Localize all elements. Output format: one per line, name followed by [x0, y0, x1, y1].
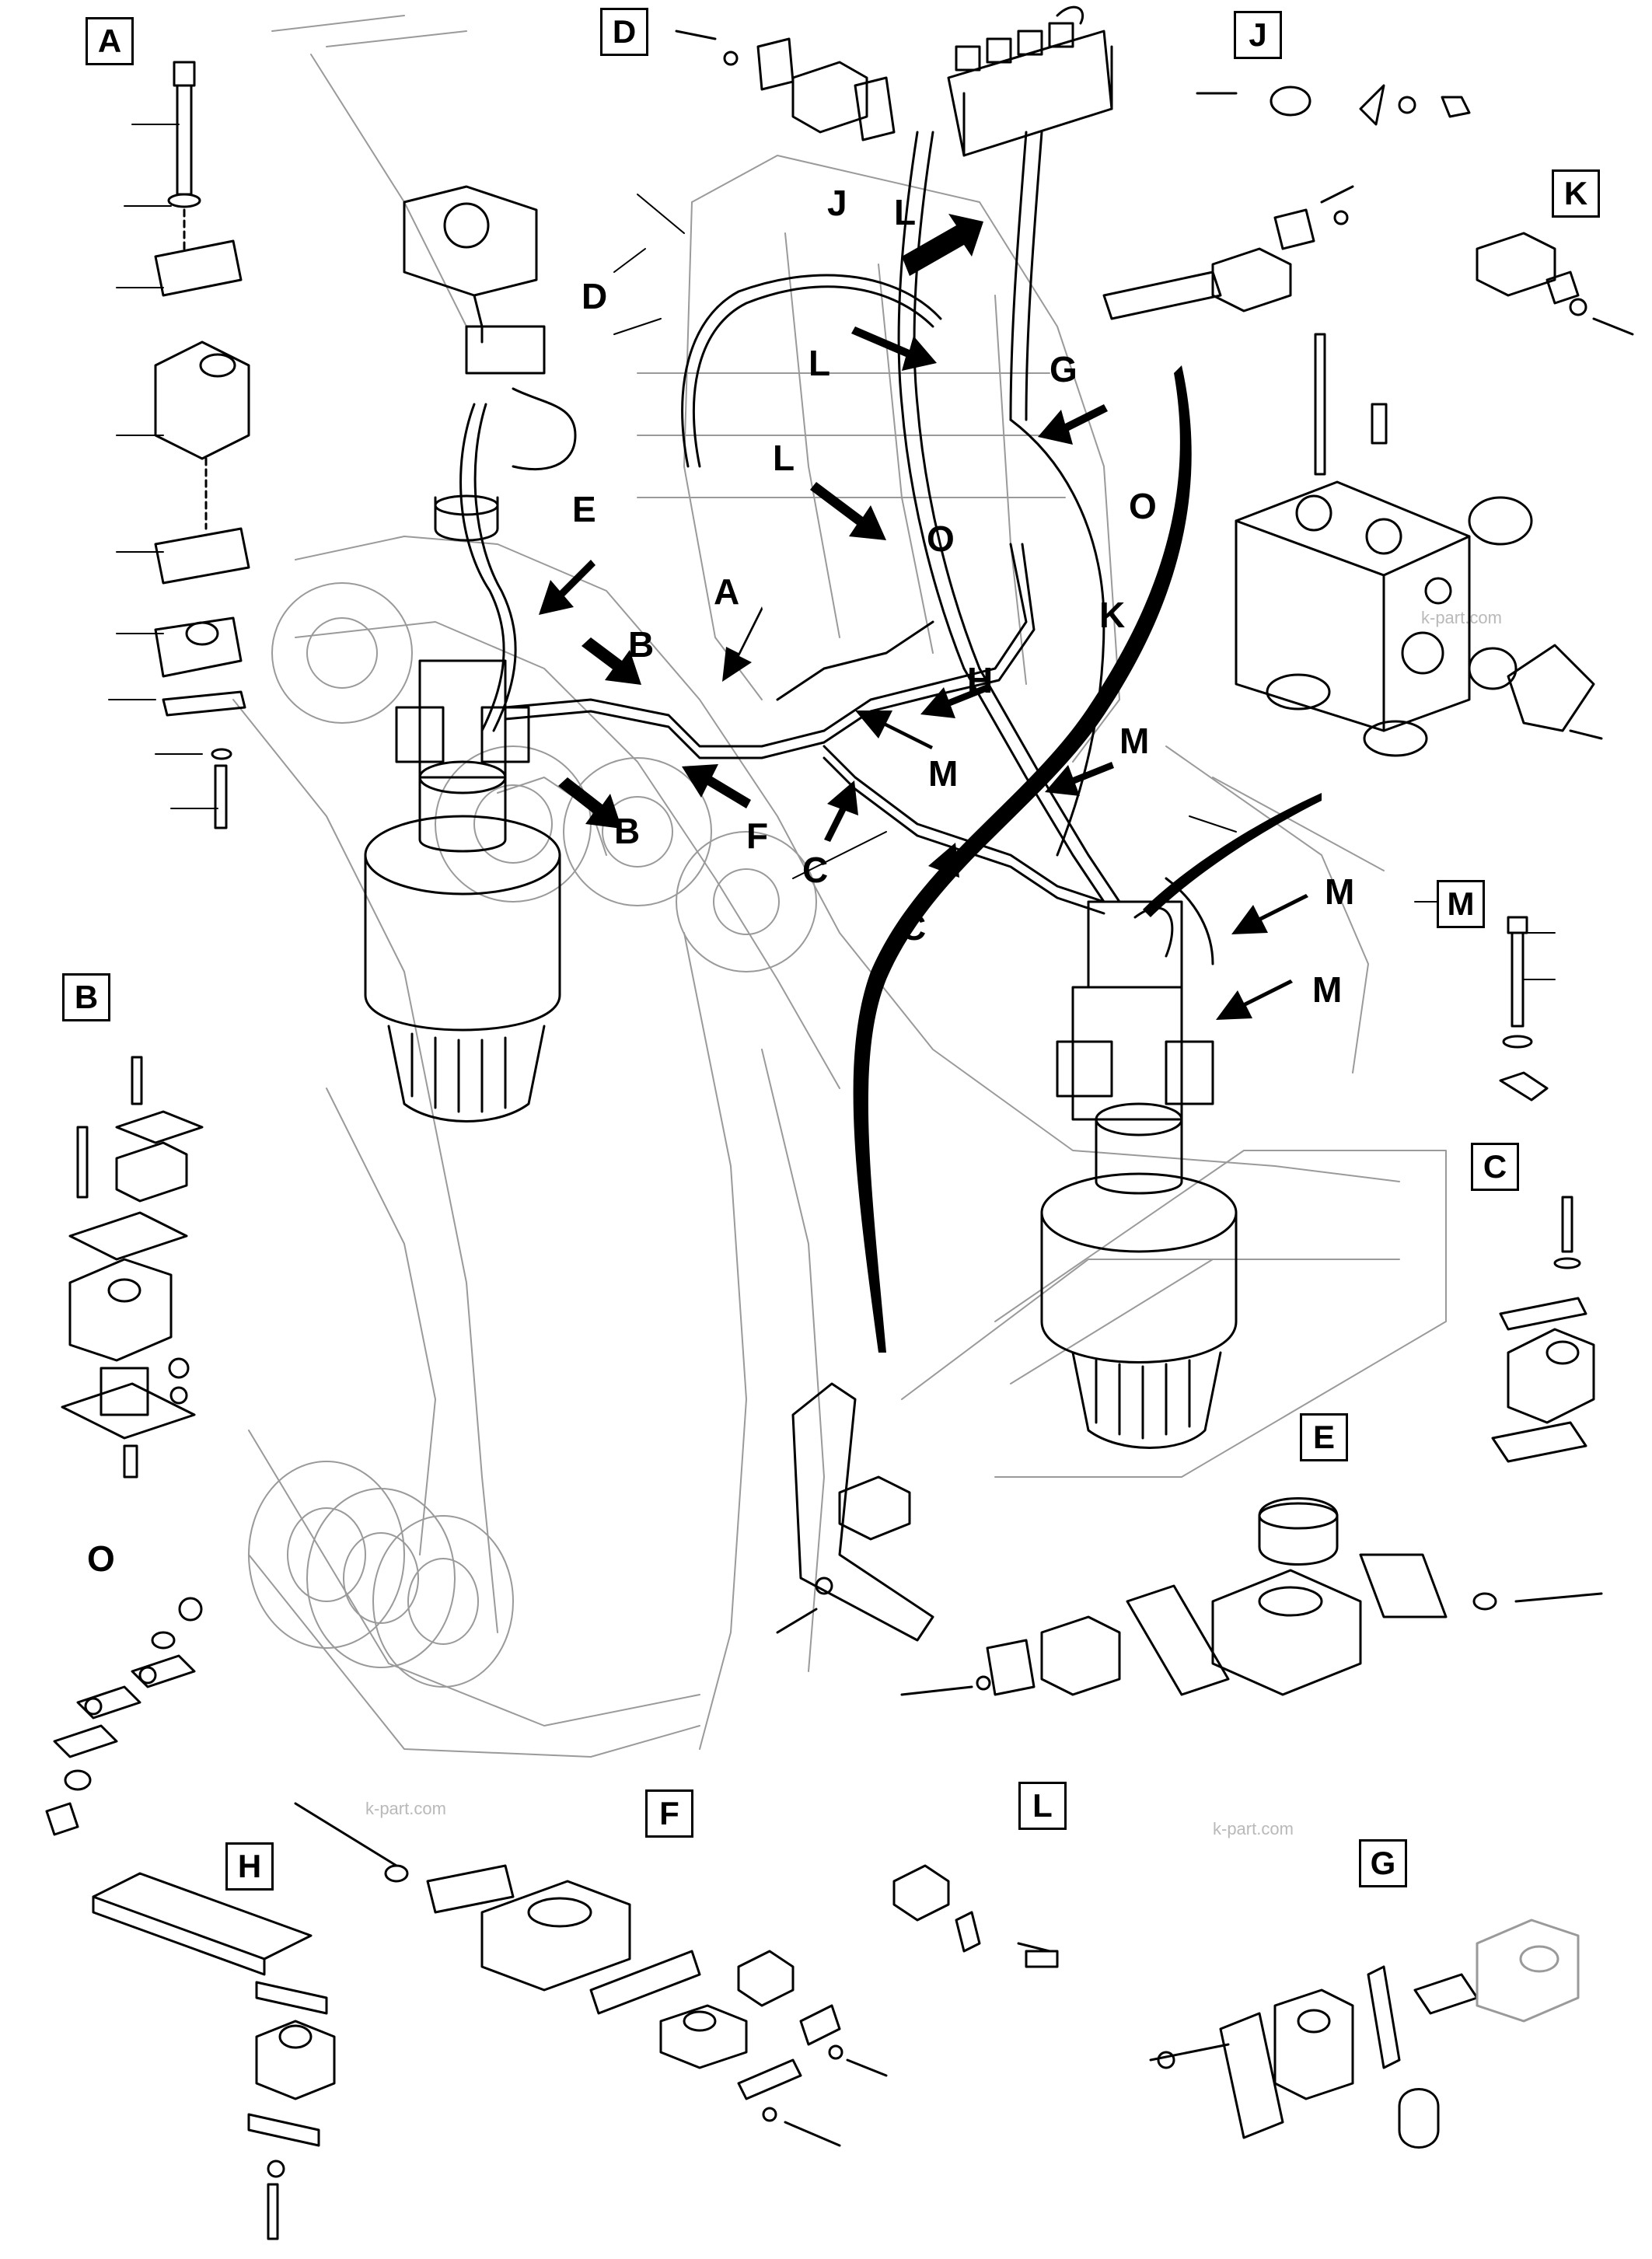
detail-B-parts — [61, 1056, 204, 1479]
detail-large-block — [1235, 333, 1603, 757]
callout-F: F — [746, 815, 769, 856]
detail-label-O: O — [87, 1538, 115, 1579]
callout-O2: O — [927, 518, 955, 559]
detail-G-parts — [1149, 1919, 1580, 2149]
detail-label-M-text: M — [1447, 885, 1475, 922]
detail-F-parts — [294, 1802, 888, 2147]
watermark: k-part.com — [1421, 608, 1502, 627]
detail-J-parts — [1196, 84, 1471, 126]
hoses — [459, 131, 1214, 965]
detail-A-parts — [154, 61, 250, 829]
arrow-f — [682, 764, 751, 808]
callout-L2: L — [809, 343, 831, 383]
arrow-l1 — [902, 214, 983, 276]
detail-label-C: C — [1471, 1143, 1519, 1191]
detail-label-K: K — [1552, 169, 1600, 218]
arrow-l2 — [851, 326, 937, 371]
callout-M4: M — [1312, 969, 1343, 1010]
detail-D-parts — [675, 30, 896, 141]
detail-label-A: A — [86, 17, 134, 65]
detail-label-L-text: L — [1032, 1787, 1053, 1824]
callout-K: K — [1099, 595, 1126, 635]
callout-H: H — [967, 660, 994, 700]
top-valve-block — [947, 5, 1113, 157]
arrow-c1 — [824, 780, 858, 842]
arrow-e — [539, 560, 595, 615]
callout-G: G — [1050, 349, 1077, 389]
detail-label-E-text: E — [1312, 1419, 1335, 1455]
detail-label-L: L — [1018, 1782, 1067, 1830]
callout-C2: C — [900, 907, 927, 948]
callout-M2: M — [928, 753, 959, 794]
detail-O-parts — [45, 1597, 203, 1836]
arrow-g — [1038, 404, 1108, 445]
detail-E-parts — [900, 1497, 1603, 1696]
background-wheels — [248, 582, 817, 1688]
arrow-m4 — [1216, 979, 1293, 1020]
callout-M3: M — [1325, 871, 1355, 912]
watermark: k-part.com — [365, 1799, 446, 1818]
callout-L1: L — [894, 192, 917, 232]
detail-label-D: D — [600, 8, 648, 56]
callout-J: J — [827, 183, 847, 223]
arrow-c2 — [925, 843, 959, 904]
left-top-block — [403, 185, 577, 542]
callout-A: A — [714, 571, 740, 612]
detail-C-parts — [1491, 1196, 1595, 1463]
detail-label-D-text: D — [612, 13, 637, 50]
detail-K-parts — [1102, 185, 1634, 336]
bracket-assembly — [776, 1382, 934, 1642]
watermark: k-part.com — [1213, 1819, 1294, 1838]
callout-B1: B — [628, 624, 655, 665]
detail-label-G: G — [1359, 1839, 1407, 1887]
detail-label-B-text: B — [74, 979, 99, 1015]
detail-label-F-text: F — [659, 1795, 679, 1831]
detail-label-C-text: C — [1483, 1148, 1507, 1185]
detail-label-A-text: A — [97, 23, 122, 59]
arrow-m1 — [855, 711, 933, 749]
right-swing-motor — [1040, 900, 1238, 1449]
callout-B2: B — [614, 811, 641, 851]
detail-L-parts — [892, 1864, 1059, 1968]
arrow-m2 — [1045, 762, 1114, 796]
detail-label-K-text: K — [1563, 175, 1588, 211]
callout-E: E — [572, 489, 596, 529]
leader-lines — [108, 124, 1556, 980]
callout-M1: M — [1119, 721, 1150, 761]
callout-D: D — [582, 276, 608, 316]
pointer-arrows — [539, 214, 1308, 1020]
arrow-h — [920, 684, 990, 718]
callout-O1: O — [1129, 486, 1157, 526]
arrow-b1 — [582, 637, 641, 685]
arrow-b2 — [558, 777, 622, 829]
flow-arrows — [853, 365, 1322, 1353]
arrow-a — [722, 606, 763, 682]
arrow-m3 — [1231, 894, 1308, 934]
detail-label-H: H — [225, 1842, 274, 1891]
detail-label-E: E — [1300, 1413, 1348, 1461]
callout-L3: L — [773, 438, 795, 478]
callout-C1: C — [802, 850, 829, 890]
detail-label-M: M — [1437, 880, 1485, 928]
detail-label-J-text: J — [1249, 16, 1267, 53]
detail-label-H-text: H — [237, 1848, 262, 1884]
detail-label-G-text: G — [1370, 1845, 1396, 1881]
left-swing-motor — [364, 659, 561, 1123]
detail-M-parts — [1499, 916, 1549, 1102]
detail-H-parts — [92, 1872, 336, 2240]
arrow-l3 — [810, 482, 886, 540]
detail-label-B: B — [62, 973, 110, 1021]
detail-label-F: F — [645, 1789, 693, 1838]
detail-label-J: J — [1234, 11, 1282, 59]
